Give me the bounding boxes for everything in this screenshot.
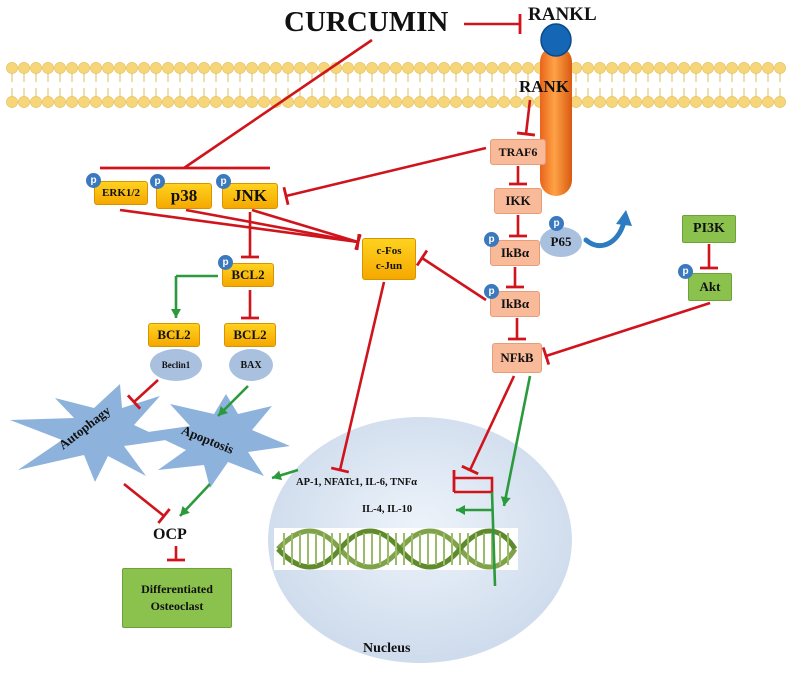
nfkb-il10-head [500, 496, 511, 506]
gene-site-bracket [454, 476, 494, 494]
traf6-node: TRAF6 [490, 139, 546, 165]
beclin1-node: Beclin1 [150, 349, 202, 381]
phospho-ikba2-icon: p [484, 284, 499, 299]
phospho-bcl2-icon: p [218, 255, 233, 270]
akt-nfkb-bar [541, 347, 551, 365]
autophagy-ocp-line [123, 482, 165, 518]
traf6-jnk-line [285, 146, 487, 198]
target-genes-label: AP-1, NFATc1, IL-6, TNFα [296, 477, 417, 488]
traf6-jnk-bar [282, 186, 290, 206]
phospho-jnk-icon: p [216, 174, 231, 189]
beclin-autophagy-bar [126, 394, 142, 410]
jnk-cfos-bar [354, 233, 362, 251]
ikba-node: IkBα [490, 291, 540, 317]
p65-translocation-arrow-head [616, 210, 632, 226]
ikba-cfos-bar [415, 249, 429, 267]
nfkb-genes-line [468, 375, 516, 471]
cjun-label: c-Jun [375, 260, 403, 272]
differentiated-osteoclast-node: Differentiated Osteoclast [122, 568, 232, 628]
pi3k-node: PI3K [682, 215, 736, 243]
cfos-ap1-bar [330, 466, 350, 474]
nfkb-node: NFkB [492, 343, 542, 373]
dna-vertical [490, 491, 497, 587]
cfos-cjun-node: c-Fos c-Jun [362, 238, 416, 280]
curcumin-label: CURCUMIN [284, 6, 449, 38]
bcl2-beclin-node: BCL2 [148, 323, 200, 347]
p38-cfos-line [185, 208, 359, 244]
curcumin-mapk-line [183, 38, 373, 170]
autophagy-burst [10, 384, 166, 482]
ikk-node: IKK [494, 188, 542, 214]
akt-nfkb-line [545, 301, 711, 358]
bcl2-bax-node: BCL2 [224, 323, 276, 347]
il-genes-head [456, 505, 465, 515]
bax-node: BAX [229, 349, 273, 381]
phospho-akt-icon: p [678, 264, 693, 279]
rank-traf6-bar [516, 131, 536, 137]
phospho-erk-icon: p [86, 173, 101, 188]
erk-node: ERK1/2 [94, 181, 148, 205]
ap1-apoptosis-head [272, 470, 283, 481]
erk-cfos-line [119, 208, 359, 244]
phospho-p38-icon: p [150, 174, 165, 189]
akt-node: Akt [688, 273, 732, 301]
dna-helix-icon [274, 528, 518, 570]
jnk-cfos-line [251, 208, 359, 244]
bax-apoptosis-head [218, 406, 228, 416]
autophagy-ocp-bar [157, 508, 171, 524]
bcl2-beclin-head [171, 309, 181, 318]
beclin-autophagy-line [133, 379, 159, 403]
rankl-label: RANKL [528, 4, 597, 25]
rank-traf6-line [524, 99, 532, 135]
apoptosis-ocp-head [180, 506, 190, 516]
ikba-p65-node: IkBα [490, 240, 540, 266]
ikba-cfos-line [421, 256, 487, 302]
phospho-ikba-icon: p [484, 232, 499, 247]
apoptosis-burst [148, 394, 290, 488]
cell-membrane [6, 62, 786, 108]
jnk-node: JNK [222, 183, 278, 209]
bcl2-phospho-node: BCL2 [222, 263, 274, 287]
ocp-label: OCP [153, 526, 187, 543]
nucleus-label: Nucleus [363, 641, 411, 656]
p38-node: p38 [156, 183, 212, 209]
rank-label: RANK [519, 77, 570, 96]
nfkb-il10-line [502, 375, 532, 507]
phospho-p65-icon: p [549, 216, 564, 231]
nfkb-genes-bar [461, 464, 479, 476]
cfos-ap1-line [338, 281, 386, 471]
rank-receptor [540, 23, 572, 196]
p65-node: P65 [540, 227, 582, 257]
cfos-label: c-Fos [376, 245, 402, 257]
p65-translocation-arrow [583, 219, 627, 248]
anti-inflammatory-genes-label: IL-4, IL-10 [362, 504, 413, 515]
